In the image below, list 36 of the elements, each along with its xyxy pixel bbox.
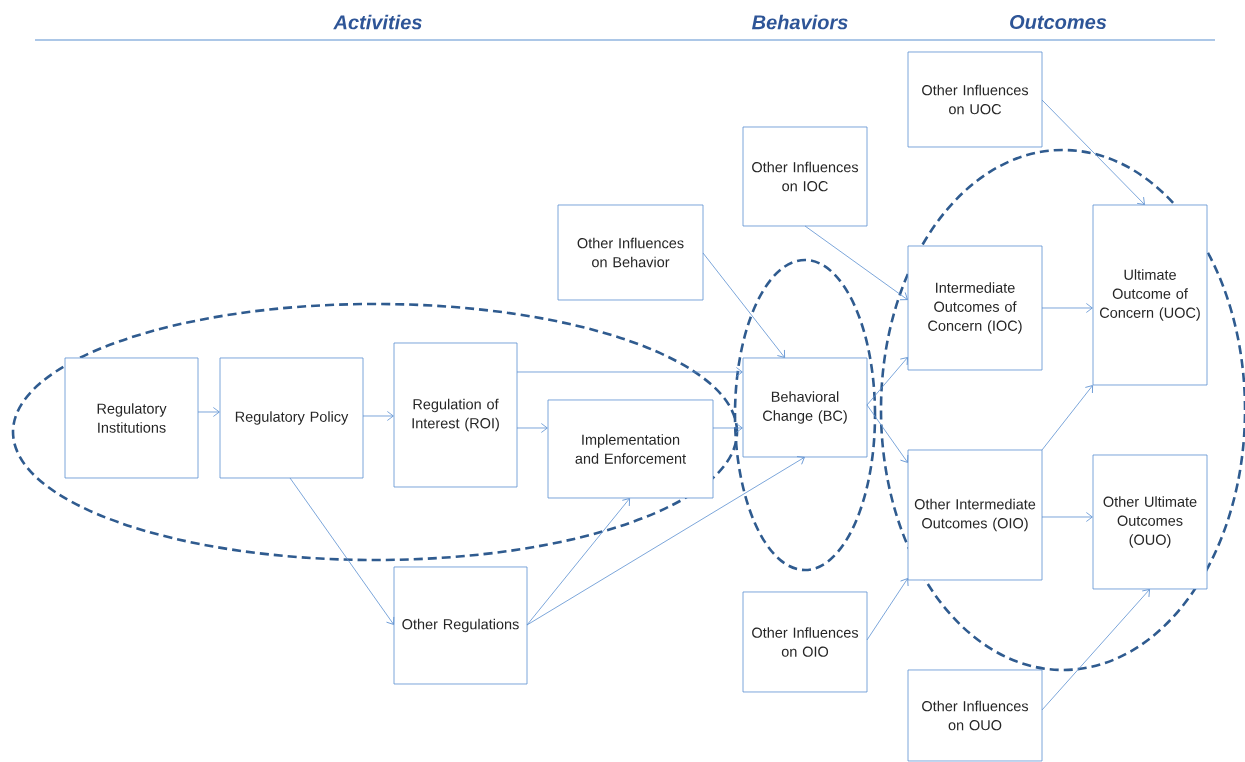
process-box: Intermediate Outcomes of Concern (IOC) — [907, 245, 1043, 371]
arrow — [289, 477, 395, 625]
arrow — [1041, 385, 1093, 451]
arrow — [1041, 303, 1093, 313]
process-box: Other Influences on Behavior — [557, 204, 704, 301]
process-box: Behavioral Change (BC) — [742, 357, 868, 458]
process-box: Other Influences on IOC — [742, 126, 868, 227]
process-box: Other Influences on UOC — [907, 51, 1043, 148]
section-heading: Outcomes — [1010, 14, 1107, 30]
arrow — [1041, 512, 1093, 522]
arrow — [866, 404, 909, 463]
process-box: Other Regulations — [393, 566, 528, 685]
process-box: Implementation and Enforcement — [547, 399, 714, 499]
process-box: Ultimate Outcome of Concern (UOC) — [1092, 204, 1208, 386]
arrow — [804, 225, 908, 301]
arrow — [712, 423, 743, 433]
arrow — [526, 456, 805, 626]
arrow — [197, 407, 220, 417]
process-box: Other Intermediate Outcomes (OIO) — [907, 449, 1043, 581]
arrow — [526, 498, 630, 626]
process-box: Other Influences on OUO — [907, 669, 1043, 762]
section-heading: Activities — [333, 14, 422, 30]
arrow — [516, 367, 743, 377]
arrow — [516, 423, 548, 433]
process-box: Regulation of Interest (ROI) — [393, 342, 518, 488]
section-heading: Behaviors — [752, 14, 848, 30]
arrow — [702, 252, 785, 358]
arrow — [1041, 589, 1150, 711]
process-box: Other Ultimate Outcomes (OUO) — [1092, 454, 1208, 590]
process-box: Regulatory Policy — [219, 357, 364, 479]
arrow — [866, 357, 908, 406]
process-box: Other Influences on OIO — [742, 591, 868, 693]
arrow — [866, 578, 909, 641]
process-box: Regulatory Institutions — [64, 357, 199, 479]
arrow — [362, 411, 394, 421]
arrow — [1041, 99, 1145, 205]
